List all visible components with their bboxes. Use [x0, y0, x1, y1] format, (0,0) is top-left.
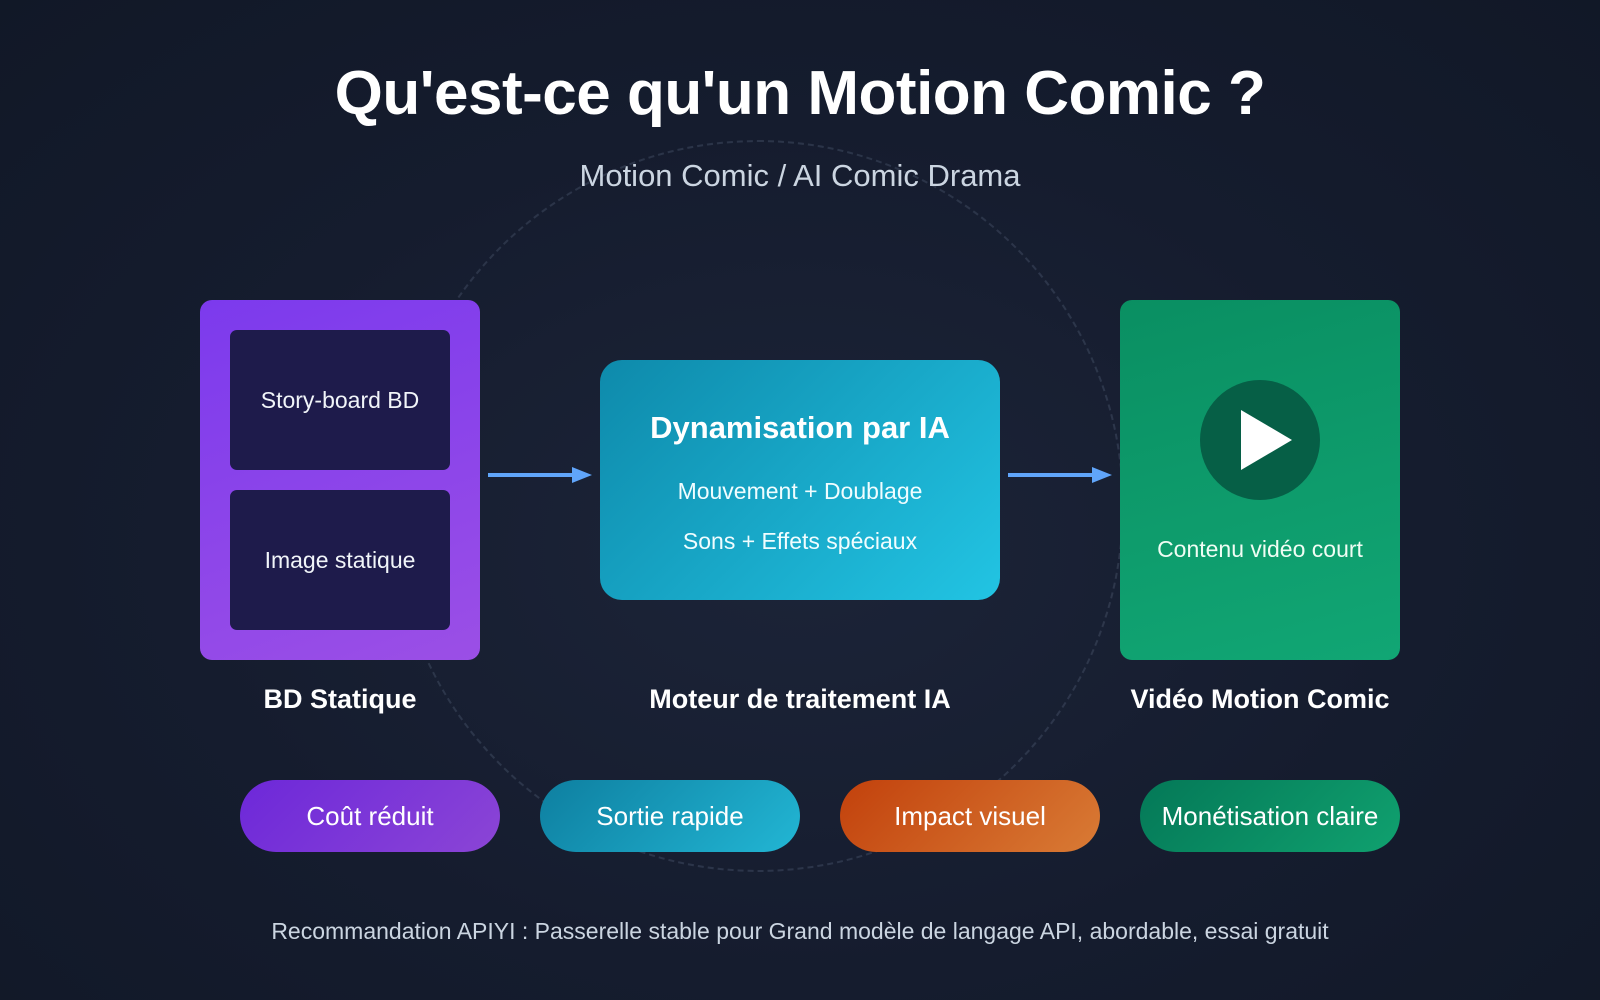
motion-video-box: Contenu vidéo court — [1120, 300, 1400, 660]
play-button — [1200, 380, 1320, 500]
page-subtitle: Motion Comic / AI Comic Drama — [579, 158, 1021, 193]
play-icon — [1241, 410, 1292, 470]
arrow-right-icon — [1008, 467, 1112, 483]
ai-engine-line-sound: Sons + Effets spéciaux — [682, 528, 918, 554]
page-title: Qu'est-ce qu'un Motion Comic ? — [334, 59, 1266, 128]
video-caption: Contenu vidéo court — [1157, 536, 1363, 562]
footer-recommendation: Recommandation APIYI : Passerelle stable… — [271, 918, 1329, 944]
static-comic-label: BD Statique — [263, 684, 417, 714]
benefit-pill-impact: Impact visuel — [840, 780, 1100, 852]
ai-engine-title: Dynamisation par IA — [650, 410, 950, 445]
static-comic-box: Story-board BD Image statique — [200, 300, 480, 660]
benefit-pill-monetization: Monétisation claire — [1140, 780, 1400, 852]
benefit-pill-cost: Coût réduit — [240, 780, 500, 852]
storyboard-panel: Story-board BD — [230, 330, 450, 470]
arrow-right-icon — [488, 467, 592, 483]
motion-video-label: Vidéo Motion Comic — [1130, 684, 1390, 714]
ai-engine-line-motion: Mouvement + Doublage — [677, 478, 923, 504]
static-image-panel: Image statique — [230, 490, 450, 630]
ai-engine-label: Moteur de traitement IA — [649, 684, 951, 714]
ai-engine-box: Dynamisation par IA Mouvement + Doublage… — [600, 360, 1000, 600]
benefit-pill-speed: Sortie rapide — [540, 780, 800, 852]
